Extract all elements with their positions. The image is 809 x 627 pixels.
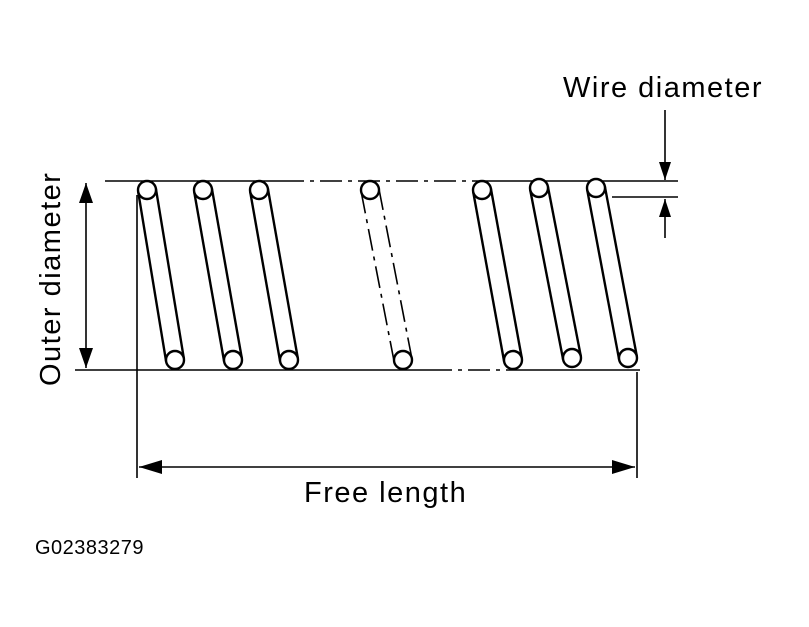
- free-length-arrow-left: [139, 460, 162, 474]
- coil-top-end: [471, 179, 493, 201]
- spring-coil: [248, 179, 300, 371]
- coil-bottom-end: [392, 349, 414, 371]
- free-length-dimension: [136, 195, 638, 478]
- coil-top-end: [528, 177, 550, 199]
- figure-code: G02383279: [35, 537, 144, 559]
- spring-coil: [359, 179, 414, 371]
- coil-bottom-end: [561, 347, 583, 369]
- spring-coils: [136, 177, 639, 371]
- free-length-arrow-right: [612, 460, 635, 474]
- coil-bottom-end: [278, 349, 300, 371]
- wire-diameter-arrow-up: [659, 199, 671, 217]
- spring-coil: [585, 177, 639, 369]
- outer-diameter-dimension: [79, 183, 93, 368]
- coil-top-end: [585, 177, 607, 199]
- coil-top-end: [192, 179, 214, 201]
- outer-diameter-label: Outer diameter: [35, 172, 67, 386]
- spring-coil: [528, 177, 583, 369]
- coil-top-end: [136, 179, 158, 201]
- coil-bottom-end: [164, 349, 186, 371]
- coil-bottom-end: [617, 347, 639, 369]
- wire-diameter-arrow-down: [659, 162, 671, 180]
- spring-coil: [192, 179, 244, 371]
- wire-diameter-dimension: [659, 110, 671, 238]
- coil-bottom-end: [222, 349, 244, 371]
- coil-top-end: [359, 179, 381, 201]
- coil-top-end: [248, 179, 270, 201]
- wire-diameter-label: Wire diameter: [563, 72, 763, 104]
- coil-bottom-end: [502, 349, 524, 371]
- spring-coil: [136, 179, 186, 371]
- outer-diameter-arrow-bottom: [79, 348, 93, 368]
- outer-diameter-arrow-top: [79, 183, 93, 203]
- spring-coil: [471, 179, 524, 371]
- free-length-label: Free length: [304, 477, 467, 509]
